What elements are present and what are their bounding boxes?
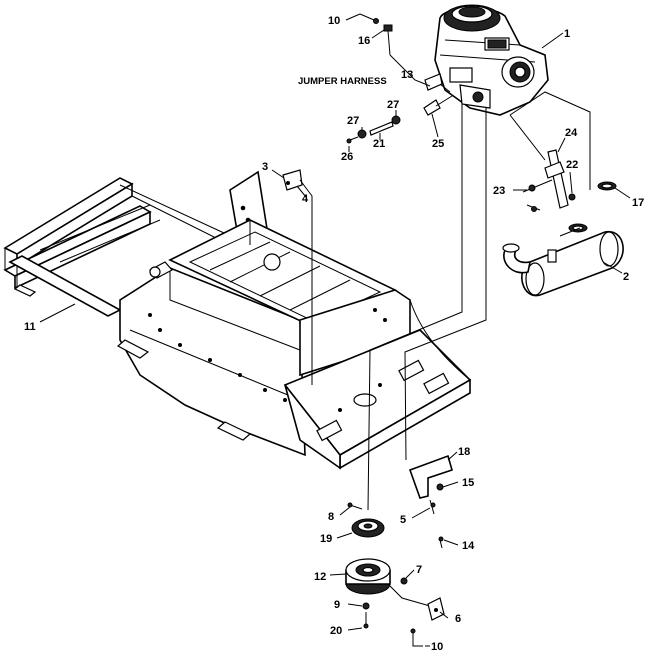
callout-15: 15 xyxy=(462,477,474,489)
muffler xyxy=(502,231,624,297)
callout-3: 3 xyxy=(262,161,268,173)
callout-25: 25 xyxy=(432,138,444,150)
callout-11: 11 xyxy=(24,321,36,333)
callout-10-bottom: 10 xyxy=(431,641,443,653)
callout-1: 1 xyxy=(564,28,570,40)
callout-12: 12 xyxy=(314,571,326,583)
callout-9: 9 xyxy=(334,599,340,611)
frame-assembly xyxy=(3,170,472,470)
callout-10-top: 10 xyxy=(328,15,340,27)
callout-2: 2 xyxy=(623,271,629,283)
callout-8: 8 xyxy=(328,511,334,523)
callout-19: 19 xyxy=(320,533,332,545)
callout-21: 21 xyxy=(373,138,385,150)
callout-24: 24 xyxy=(565,127,578,139)
pulley xyxy=(351,518,385,538)
callout-5: 5 xyxy=(400,514,406,526)
jumper-harness-label: JUMPER HARNESS xyxy=(298,76,387,87)
callout-18: 18 xyxy=(458,446,470,458)
callout-14: 14 xyxy=(462,540,475,552)
callout-27-right: 27 xyxy=(387,99,399,111)
callout-17: 17 xyxy=(632,197,644,209)
clutch-anchor-bracket xyxy=(427,597,445,621)
callout-20: 20 xyxy=(330,625,342,637)
engine xyxy=(434,4,549,116)
callout-4: 4 xyxy=(302,193,309,205)
callout-27-left: 27 xyxy=(347,115,359,127)
clutch-stop-bracket xyxy=(408,454,453,549)
muffler-bracket xyxy=(522,149,576,212)
callout-6: 6 xyxy=(455,613,461,625)
callout-13: 13 xyxy=(401,69,413,81)
callout-labels: 1 2 3 4 5 6 7 8 9 10 10 11 12 13 14 15 1… xyxy=(24,15,644,653)
callout-22: 22 xyxy=(566,159,578,171)
callout-23: 23 xyxy=(493,185,505,197)
callout-26: 26 xyxy=(341,151,353,163)
leader-lines xyxy=(39,13,631,647)
callout-7: 7 xyxy=(416,564,422,576)
callout-16: 16 xyxy=(358,35,370,47)
electric-clutch xyxy=(345,558,431,607)
